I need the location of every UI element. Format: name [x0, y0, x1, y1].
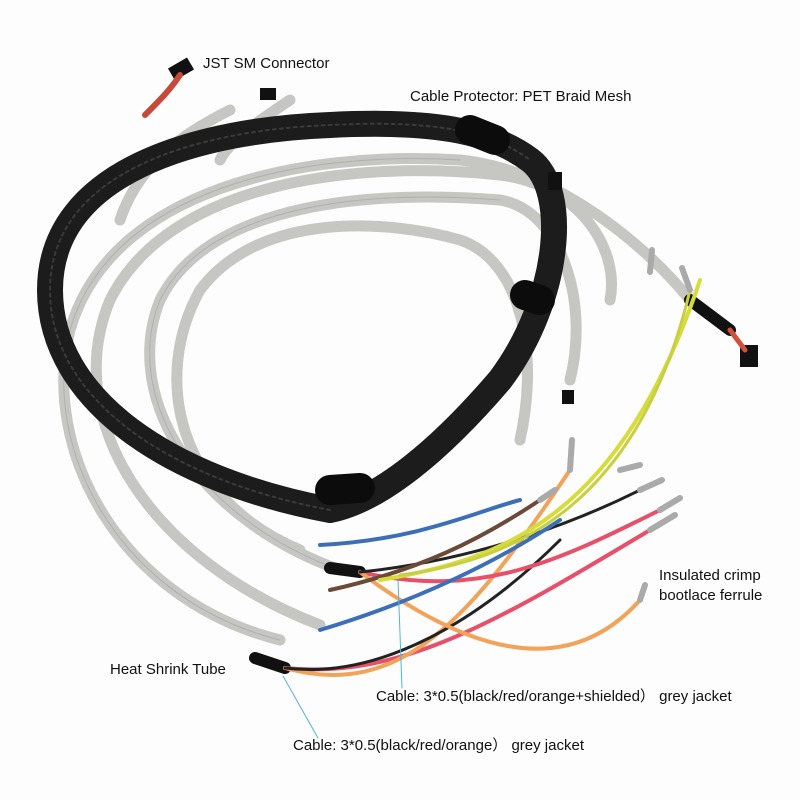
label-cable-protector: Cable Protector: PET Braid Mesh — [410, 88, 632, 105]
leader-lines — [282, 579, 403, 739]
label-cable-plain: Cable: 3*0.5(black/red/orange） grey jack… — [293, 737, 584, 754]
jst-connector-top — [167, 57, 195, 81]
grey-cables — [58, 94, 696, 646]
label-ferrule-line1: Insulated crimp — [659, 567, 761, 584]
label-jst-connector: JST SM Connector — [203, 55, 330, 72]
label-ferrule-line2: bootlace ferrule — [659, 587, 763, 604]
label-heat-shrink: Heat Shrink Tube — [110, 661, 226, 678]
heat-shrink-tube — [249, 652, 291, 674]
label-cable-shielded: Cable: 3*0.5(black/red/orange+shielded） … — [376, 688, 732, 705]
